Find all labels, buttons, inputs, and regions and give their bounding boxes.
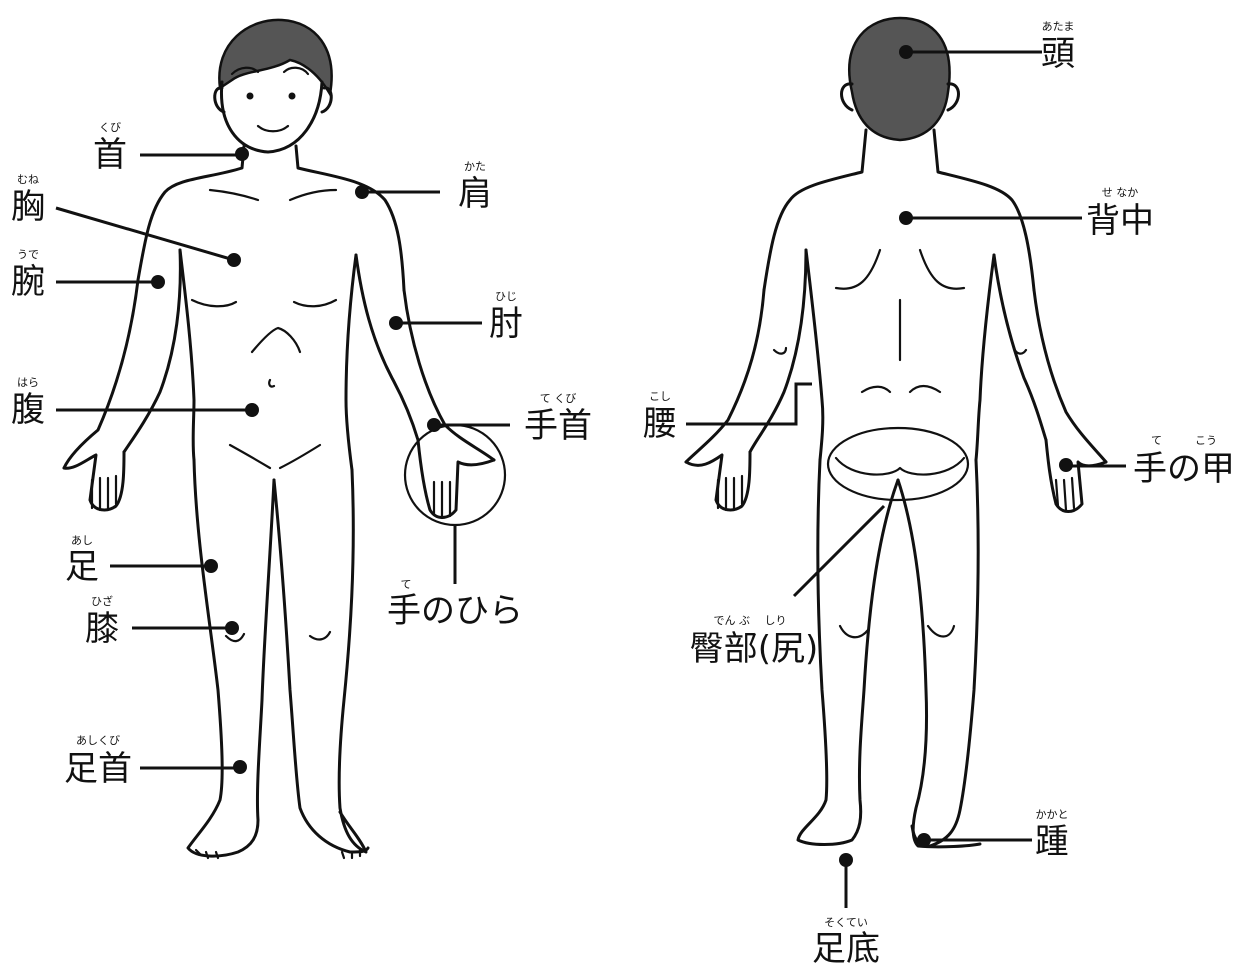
back-leaders [686,45,1126,908]
shoulder-reading: かた [464,160,486,173]
waist-reading: こし [649,390,671,403]
elbow-label: 肘 [489,304,523,344]
neck-reading: くび [99,121,121,134]
sole-label: 足底 [812,929,880,965]
heel-reading: かかと [1036,808,1069,821]
buttocks-reading: でん ぶ しり [714,614,787,627]
belly-label: 腹 [11,390,45,430]
neck-label: 首 [93,135,127,175]
hand-back-label: 手の甲 [1133,449,1235,489]
chest-reading: むね [17,173,39,186]
front-hair [219,20,331,94]
elbow-reading: ひじ [495,290,517,303]
head-label: 頭 [1041,34,1075,74]
back-figure [686,18,1106,847]
palm-reading: て [401,578,412,591]
waist-label: 腰 [643,404,677,444]
back-label: 背中 [1086,201,1154,241]
wrist-label: 手首 [524,406,592,446]
chest-label: 胸 [11,187,45,227]
hand-back-reading: て こう [1151,434,1217,447]
heel-label: 踵 [1035,822,1069,862]
arm-label: 腕 [11,262,45,302]
palm-label: 手のひら [387,591,523,631]
buttocks-label: 臀部(尻) [690,629,819,669]
shoulder-label: 肩 [458,174,492,214]
leg-label: 足 [65,547,99,587]
knee-label: 膝 [85,609,119,649]
back-hair [849,18,949,140]
ankle-reading: あしくび [76,734,120,747]
knee-reading: ひざ [91,594,113,608]
leg-reading: あし [71,534,93,547]
back-reading: せ なか [1102,186,1139,199]
head-reading: あたま [1042,20,1075,33]
wrist-reading: て くび [540,392,577,405]
front-head [221,82,322,152]
sole-reading: そくてい [824,916,868,929]
front-figure [64,20,505,858]
ankle-label: 足首 [64,749,132,789]
belly-reading: はら [17,376,39,389]
buttocks-highlight-ellipse [828,428,968,500]
arm-reading: うで [17,248,39,261]
